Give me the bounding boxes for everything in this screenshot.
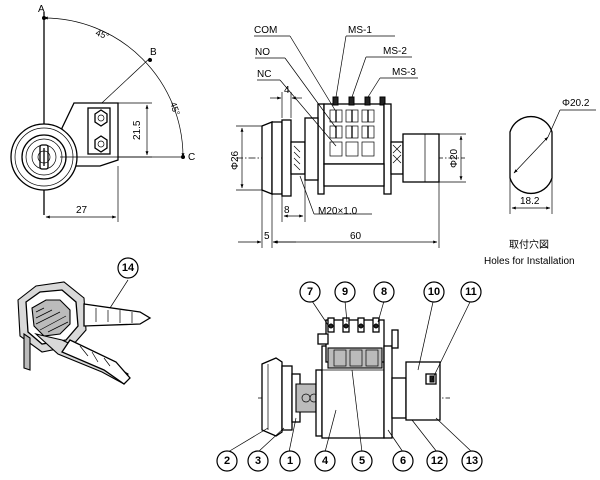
no-label: NO: [255, 47, 270, 58]
callout-3: 3: [247, 450, 269, 472]
point-c-label: C: [188, 152, 195, 163]
callout-5: 5: [351, 450, 373, 472]
ms2-label: MS-2: [383, 46, 407, 57]
install-title-jp: 取付穴図: [509, 238, 549, 251]
callout-7-text: 7: [307, 286, 313, 298]
side-view: COM NO NC MS-1 MS-2 MS-3 4 Φ26 Φ20: [230, 25, 466, 248]
callout-13-text: 13: [466, 455, 478, 467]
ms3-label: MS-3: [392, 67, 416, 78]
callout-2-text: 2: [224, 455, 230, 467]
dim-4-label: 4: [284, 85, 290, 96]
com-label: COM: [254, 25, 277, 36]
thread-label: M20×1.0: [318, 206, 358, 217]
angle-top-label: 45°: [94, 27, 111, 41]
callout-1-text: 1: [287, 455, 293, 467]
callout-11-text: 11: [465, 286, 477, 298]
dim-60-label: 60: [350, 231, 362, 242]
dim-phi202-label: Φ20.2: [562, 98, 590, 109]
front-view: A B C 45° 45° 21.5 27: [10, 4, 195, 222]
callout-6-text: 6: [400, 455, 406, 467]
point-b-label: B: [150, 47, 157, 58]
callout-10: 10: [423, 281, 445, 303]
callout-10-text: 10: [428, 286, 440, 298]
install-hole-view: Φ20.2 18.2 取付穴図 Holes for Installation: [484, 98, 596, 267]
angle-right-label: 45°: [168, 101, 182, 117]
dim-182-label: 18.2: [520, 196, 540, 207]
callout-8: 8: [373, 281, 395, 303]
callout-8-text: 8: [381, 286, 387, 298]
dim-phi26-label: Φ26: [230, 150, 241, 170]
callout-14: 14: [117, 257, 139, 279]
callout-3-text: 3: [255, 455, 261, 467]
dim-width-label: 27: [76, 205, 88, 216]
callout-4: 4: [314, 450, 336, 472]
dim-8-label: 8: [284, 205, 290, 216]
callout-6: 6: [392, 450, 414, 472]
assembly-view: [227, 300, 473, 453]
dim-5-label: 5: [264, 231, 270, 242]
callout-11: 11: [460, 281, 482, 303]
callout-14-text: 14: [122, 262, 135, 274]
callout-5-text: 5: [359, 455, 365, 467]
install-title-en: Holes for Installation: [484, 256, 575, 267]
callout-12-text: 12: [431, 455, 443, 467]
callout-13: 13: [461, 450, 483, 472]
dim-height-label: 21.5: [132, 120, 143, 140]
point-a-label: A: [38, 4, 45, 15]
key-view: [17, 279, 152, 385]
callout-2: 2: [216, 450, 238, 472]
callout-4-text: 4: [322, 455, 329, 467]
callout-9-text: 9: [342, 286, 348, 298]
callout-1: 1: [279, 450, 301, 472]
dim-phi20-label: Φ20: [449, 148, 460, 168]
nc-label: NC: [257, 69, 271, 80]
callout-12: 12: [426, 450, 448, 472]
callout-7: 7: [299, 281, 321, 303]
ms1-label: MS-1: [348, 25, 372, 36]
callout-9: 9: [334, 281, 356, 303]
